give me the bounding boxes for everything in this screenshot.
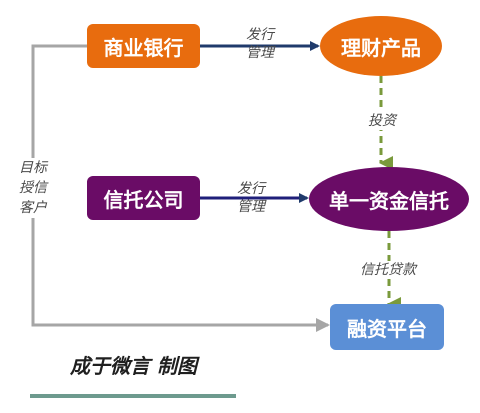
issue-manage-top-label: 发行 管理 (240, 26, 280, 62)
target-client-line3: 客户 (19, 200, 47, 216)
issue-manage-top-line2: 管理 (246, 45, 274, 61)
trust-loan-label: 信托贷款 (348, 261, 428, 279)
commercial-bank-node: 商业银行 (87, 24, 200, 68)
target-client-line1: 目标 (19, 160, 47, 176)
invest-label-text: 投资 (368, 113, 396, 129)
trust-company-label: 信托公司 (103, 187, 184, 212)
trust-company-node: 信托公司 (87, 176, 200, 220)
footer-credit: 成于微言 制图 (70, 354, 197, 378)
commercial-bank-label: 商业银行 (103, 35, 184, 60)
wealth-product-node: 理财产品 (320, 16, 442, 76)
issue-manage-mid-line1: 发行 (237, 181, 265, 197)
invest-label: 投资 (362, 112, 402, 130)
footer-divider (30, 394, 236, 398)
target-client-line2: 授信 (19, 180, 47, 196)
trust-loan-label-text: 信托贷款 (360, 262, 416, 278)
single-trust-label: 单一资金信托 (329, 188, 449, 213)
issue-manage-mid-label: 发行 管理 (231, 180, 271, 216)
wealth-product-label: 理财产品 (341, 35, 421, 60)
financing-platform-node: 融资平台 (330, 304, 444, 350)
issue-manage-mid-line2: 管理 (237, 199, 265, 215)
financing-platform-label: 融资平台 (347, 316, 427, 341)
single-trust-node: 单一资金信托 (309, 167, 469, 231)
issue-manage-top-line1: 发行 (246, 27, 274, 43)
target-client-label: 目标 授信 客户 (13, 158, 53, 218)
